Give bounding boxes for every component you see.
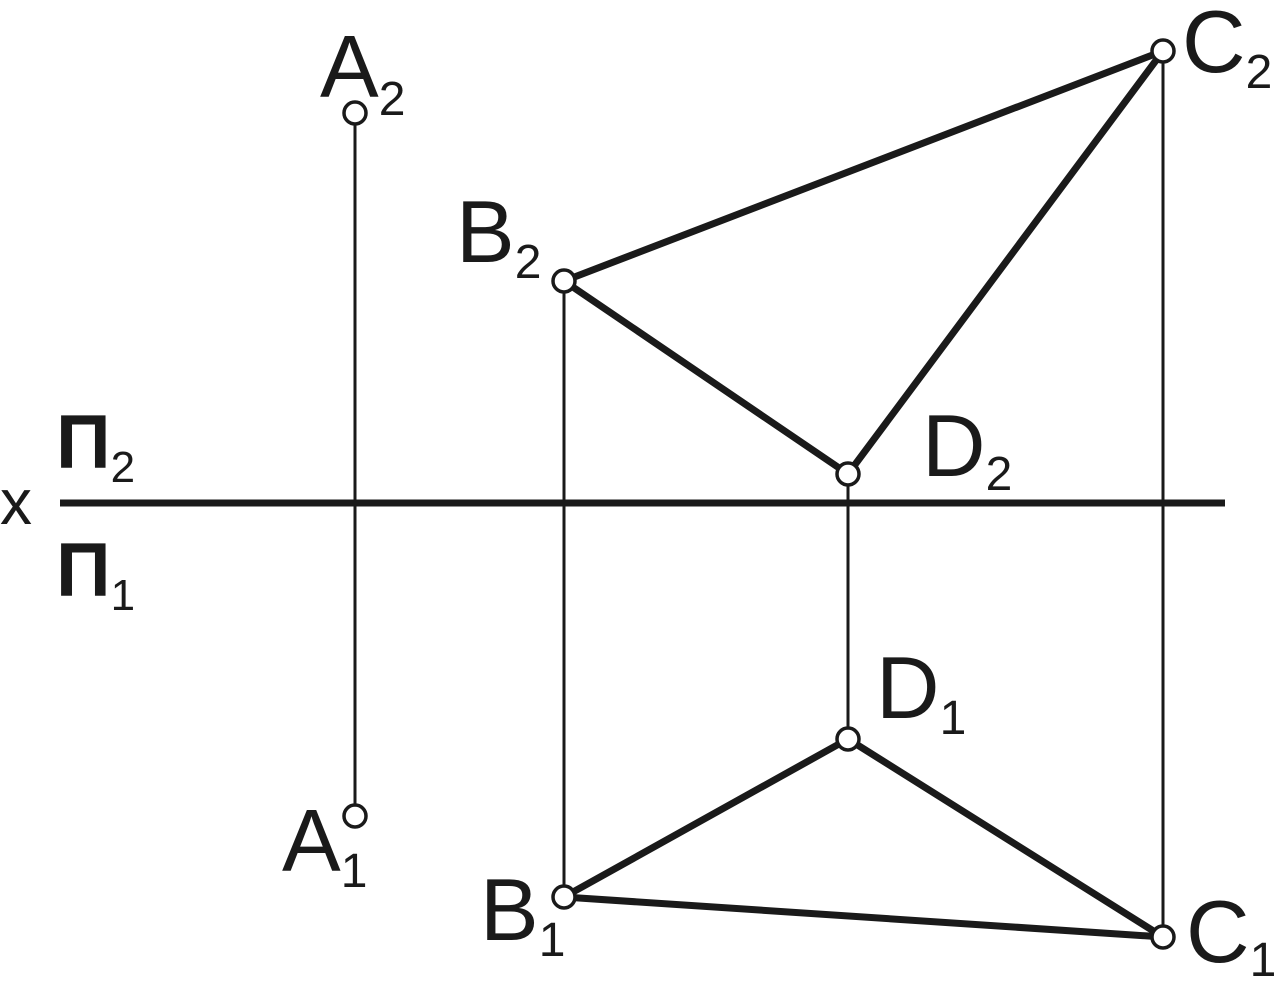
point-c2-marker bbox=[1150, 38, 1176, 64]
label-c2-index: 2 bbox=[1246, 46, 1273, 99]
point-c1-marker bbox=[1150, 924, 1176, 950]
label-b1-letter: B bbox=[480, 860, 539, 959]
label-d1-letter: D bbox=[876, 638, 940, 737]
edge-b1-d1 bbox=[560, 735, 852, 901]
label-c1: C1 bbox=[1186, 882, 1276, 983]
label-b2-letter: B bbox=[456, 182, 515, 281]
label-d1-index: 1 bbox=[940, 692, 967, 745]
label-a1-letter: A bbox=[282, 791, 341, 890]
label-b2-index: 2 bbox=[515, 236, 542, 289]
edge-b1-c1 bbox=[560, 893, 1167, 941]
label-a2-index: 2 bbox=[379, 73, 406, 126]
plane-lower-index: 1 bbox=[111, 571, 135, 620]
label-a1: A1 bbox=[282, 791, 367, 898]
edge-d1-c1 bbox=[844, 735, 1167, 941]
point-a1-marker bbox=[342, 803, 368, 829]
edge-b2-c2 bbox=[560, 47, 1167, 285]
edge-b2-d2 bbox=[560, 277, 852, 478]
label-d1: D1 bbox=[876, 638, 966, 745]
label-c1-letter: C bbox=[1186, 882, 1250, 981]
label-c2-letter: C bbox=[1182, 0, 1246, 91]
label-a1-index: 1 bbox=[341, 845, 368, 898]
point-b1-marker bbox=[551, 884, 577, 910]
point-b2-marker bbox=[551, 268, 577, 294]
edge-c2-d2 bbox=[844, 47, 1167, 478]
label-b1: B1 bbox=[480, 860, 565, 967]
point-d1-marker bbox=[835, 726, 861, 752]
x-axis-label: x bbox=[0, 466, 32, 538]
label-c2: C2 bbox=[1182, 0, 1272, 99]
point-a2-marker bbox=[342, 100, 368, 126]
plane-upper-index: 2 bbox=[111, 443, 135, 492]
plane-lower-label: П1 bbox=[56, 528, 135, 620]
plane-upper-letter: П bbox=[56, 400, 111, 485]
label-b2: B2 bbox=[456, 182, 541, 289]
plane-upper-label: П2 bbox=[56, 400, 135, 492]
plane-lower-letter: П bbox=[56, 528, 111, 613]
label-d2: D2 bbox=[922, 396, 1012, 501]
label-b1-index: 1 bbox=[539, 914, 566, 967]
label-d2-letter: D bbox=[922, 396, 986, 495]
label-c1-index: 1 bbox=[1250, 934, 1277, 983]
label-a2: A2 bbox=[320, 17, 405, 126]
label-d2-index: 2 bbox=[986, 448, 1013, 501]
label-a2-letter: A bbox=[320, 17, 379, 116]
point-d2-marker bbox=[835, 461, 861, 487]
